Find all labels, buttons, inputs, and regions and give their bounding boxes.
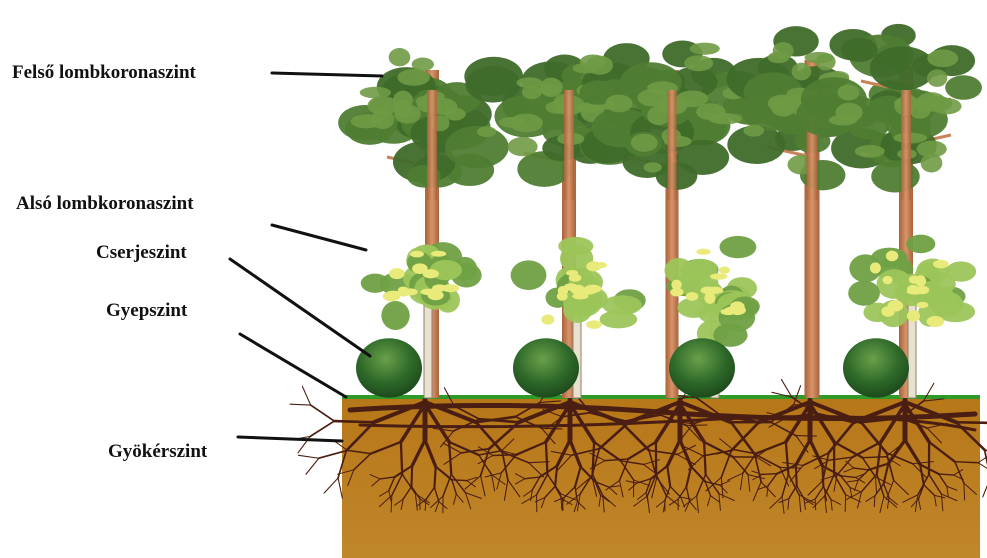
leader-line-herb [240,334,346,397]
leader-line-upper [272,73,382,76]
label-lower-canopy: Alsó lombkoronaszint [16,193,194,215]
label-upper-canopy: Felső lombkoronaszint [12,62,196,84]
shrub-bush [513,338,579,397]
label-herb-layer: Gyepszint [106,300,187,322]
leader-line-root [238,437,342,441]
shrub-bush [356,338,422,397]
leader-line-lower [272,225,366,250]
pine-canopies [338,24,982,200]
shrub-bush [843,338,909,397]
shrub-bush [669,338,735,397]
label-shrub-layer: Cserjeszint [96,242,187,264]
label-root-layer: Gyökérszint [108,441,207,463]
